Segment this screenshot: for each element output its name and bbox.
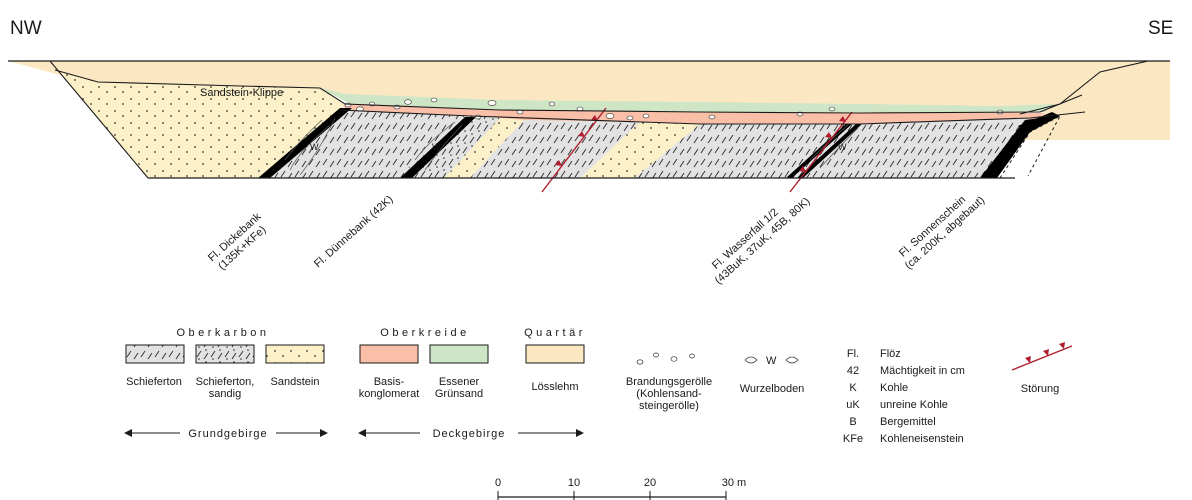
seam-label-wasserfall-detail: (43BuK, 37uK, 45B, 80K) xyxy=(713,195,813,287)
fault-line-2 xyxy=(789,111,853,193)
legend-symbol-stoerung xyxy=(1011,342,1073,371)
root-zone-2 xyxy=(414,121,463,171)
abbr-desc-1: Mächtigkeit in cm xyxy=(880,365,965,377)
legend-label-basis-2: konglomerat xyxy=(359,388,420,400)
abbr-key-0: Fl. xyxy=(847,348,859,360)
legend-label-brandung-3: steingerölle) xyxy=(639,400,699,412)
scale-bar: 0 10 20 30 m xyxy=(495,477,746,500)
root-label-3: W xyxy=(838,142,847,152)
legend-label-schieferton-sandig-2: sandig xyxy=(209,388,241,400)
abbr-desc-0: Flöz xyxy=(880,348,901,360)
legend-label-schieferton: Schieferton xyxy=(126,376,182,388)
legend-label-gruensand-2: Grünsand xyxy=(435,388,483,400)
scale-label-0: 0 xyxy=(495,477,501,489)
grundgebirge-label: Grundgebirge xyxy=(188,428,267,440)
legend-swatch-schieferton-sandig xyxy=(195,344,255,364)
legend-header-quartaer: Quartär xyxy=(524,327,586,339)
legend-swatch-gruensand xyxy=(429,344,489,364)
valley-wall-right xyxy=(1019,60,1149,115)
schieferton-unit-4 xyxy=(470,120,640,178)
sandstein-unit-2 xyxy=(444,118,524,178)
seam-label-duennebank-name: Fl. Dünnebank (42K) xyxy=(312,193,395,270)
root-zone-1 xyxy=(284,117,336,176)
coal-seam-wasserfall-b xyxy=(797,124,862,178)
legend-label-brandung-2: (Kohlensand- xyxy=(636,388,702,400)
legend-label-stoerung: Störung xyxy=(1021,383,1060,395)
brandung-pebbles xyxy=(344,97,1004,121)
legend-swatch-schieferton xyxy=(125,344,185,364)
carbon-top-surface xyxy=(339,109,1086,125)
loess-body xyxy=(50,61,1148,117)
abbr-key-3: uK xyxy=(846,399,860,411)
legend-symbol-wurzel-w: W xyxy=(766,355,777,367)
seam-label-sonnenschein: Fl. Sonnenschein (ca. 200K, abgebaut) xyxy=(897,194,987,272)
abbr-key-4: B xyxy=(849,416,856,428)
seam-label-dickebank: Fl. Dickebank (135K+KFe) xyxy=(206,210,269,272)
legend-header-oberkarbon: Oberkarbon xyxy=(176,327,269,339)
seam-label-wasserfall: Fl. Wasserfall 1/2 (43BuK, 37uK, 45B, 80… xyxy=(710,195,813,287)
coal-seam-sonnenschein-mined xyxy=(1018,112,1060,132)
legend-label-brandung-1: Brandungsgerölle xyxy=(626,376,712,388)
deckgebirge-label: Deckgebirge xyxy=(433,428,506,440)
deckgebirge-arrow: Deckgebirge xyxy=(358,428,584,440)
legend-label-basis-1: Basis- xyxy=(374,376,405,388)
valley-wall-left xyxy=(49,60,149,179)
legend-label-loesslehm: Lösslehm xyxy=(531,381,578,393)
coal-seam-duennebank xyxy=(400,117,476,178)
legend-label-sandstein: Sandstein xyxy=(271,376,320,388)
erosion-surface xyxy=(54,69,1083,114)
abbr-key-5: KFe xyxy=(843,433,863,445)
sandstein-klippe-label: Sandstein-Klippe xyxy=(200,87,283,99)
orientation-se: SE xyxy=(1148,18,1173,39)
legend-swatch-basiskonglomerat xyxy=(359,344,419,364)
legend: Oberkarbon Oberkreide Quartär Schieferto… xyxy=(124,327,1073,445)
root-label-2: W xyxy=(432,142,441,152)
coal-seam-sonnenschein xyxy=(980,118,1040,178)
legend-header-oberkreide: Oberkreide xyxy=(380,327,469,339)
scale-label-1: 10 xyxy=(568,477,580,489)
schieferton-unit-1 xyxy=(262,110,470,178)
scale-label-2: 20 xyxy=(644,477,656,489)
coal-seam-dickebank xyxy=(258,108,352,178)
legend-label-wurzelboden: Wurzelboden xyxy=(740,383,805,395)
abbr-desc-4: Bergemittel xyxy=(880,416,936,428)
scale-label-3: 30 m xyxy=(722,477,746,489)
abbr-key-2: K xyxy=(849,382,857,394)
legend-label-gruensand-1: Essener xyxy=(439,376,480,388)
orientation-nw: NW xyxy=(10,18,42,39)
legend-swatch-loesslehm xyxy=(525,344,585,364)
sandstein-unit-5 xyxy=(580,122,700,178)
gruensand-layer xyxy=(320,88,1055,112)
abbr-desc-3: unreine Kohle xyxy=(880,399,948,411)
abbr-desc-2: Kohle xyxy=(880,382,908,394)
legend-swatch-sandstein xyxy=(265,344,325,364)
root-label-1: W xyxy=(310,142,319,152)
abbr-key-1: 42 xyxy=(847,365,859,377)
grundgebirge-arrow: Grundgebirge xyxy=(124,428,328,440)
cross-section: W W W Sandstein-Klippe xyxy=(8,60,1170,193)
legend-label-schieferton-sandig-1: Schieferton, xyxy=(196,376,255,388)
legend-symbol-wurzel: W xyxy=(744,355,799,367)
legend-symbol-brandung xyxy=(636,352,695,365)
legend-abbreviations: Fl. Flöz 42 Mächtigkeit in cm K Kohle uK… xyxy=(843,348,965,445)
abbr-desc-5: Kohleneisenstein xyxy=(880,433,964,445)
seam-label-duennebank: Fl. Dünnebank (42K) xyxy=(312,193,395,270)
mined-out-outline xyxy=(999,114,1062,179)
seam-labels: Fl. Dickebank (135K+KFe) Fl. Dünnebank (… xyxy=(206,193,987,287)
